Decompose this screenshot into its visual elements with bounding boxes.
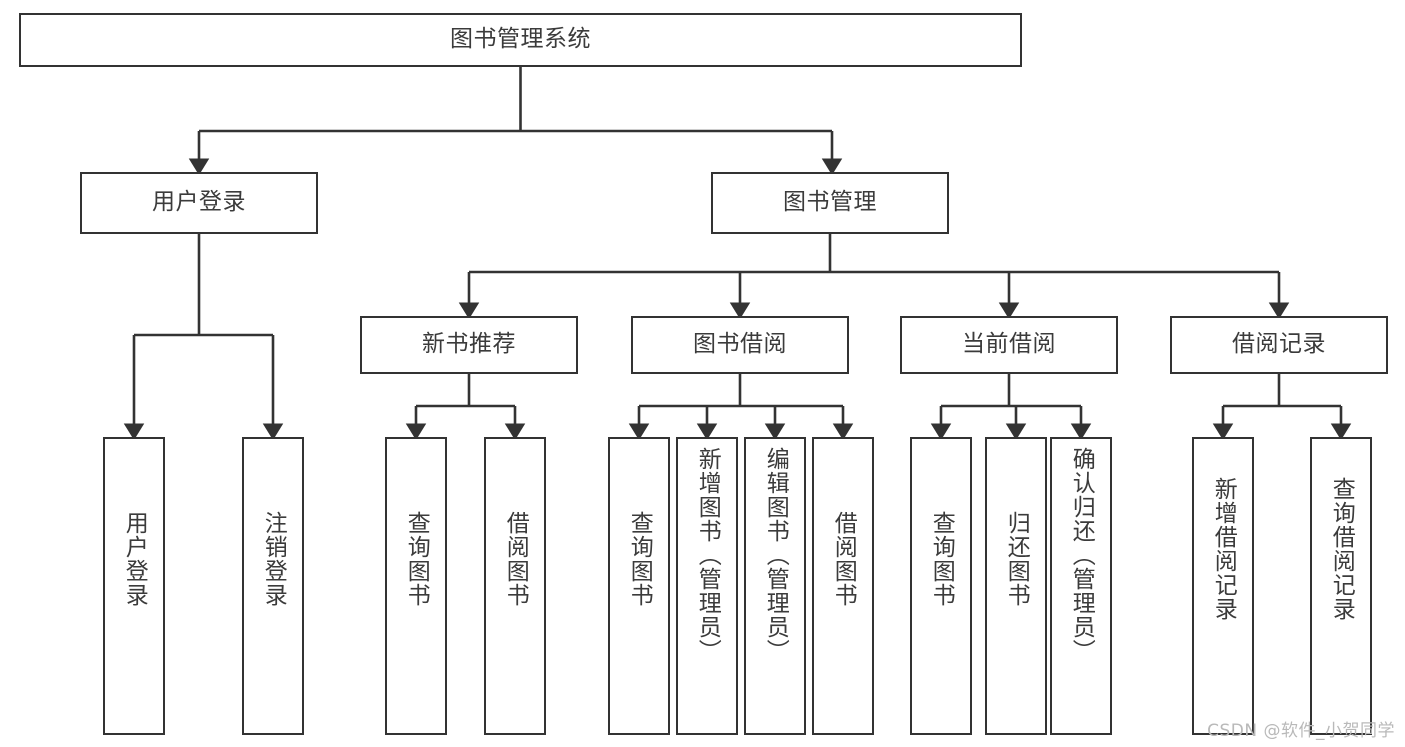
node-leaf-user-logout-label: 注销登录 xyxy=(260,511,287,607)
watermark-text: CSDN @软件_小贺同学 xyxy=(1207,721,1395,741)
node-leaf-user-login[interactable]: 用户登录 xyxy=(103,437,165,735)
node-leaf-borrow-book-2-label: 借阅图书 xyxy=(830,511,857,607)
node-leaf-query-book-1-label: 查询图书 xyxy=(403,511,430,607)
node-leaf-query-book-2[interactable]: 查询图书 xyxy=(608,437,670,735)
node-leaf-add-book[interactable]: 新增图书（管理员） xyxy=(676,437,738,735)
node-leaf-add-borrow-record-label: 新增借阅记录 xyxy=(1210,477,1237,621)
node-user-login[interactable]: 用户登录 xyxy=(80,172,318,234)
node-user-login-label: 用户登录 xyxy=(152,189,246,216)
node-leaf-add-borrow-record[interactable]: 新增借阅记录 xyxy=(1192,437,1254,735)
node-leaf-query-borrow-record-label: 查询借阅记录 xyxy=(1328,477,1355,621)
node-root[interactable]: 图书管理系统 xyxy=(19,13,1022,67)
node-leaf-user-login-label: 用户登录 xyxy=(121,511,148,607)
node-leaf-query-book-3[interactable]: 查询图书 xyxy=(910,437,972,735)
node-new-book-recommend[interactable]: 新书推荐 xyxy=(360,316,578,374)
node-book-borrow-label: 图书借阅 xyxy=(693,331,787,358)
node-book-borrow[interactable]: 图书借阅 xyxy=(631,316,849,374)
node-book-management-label: 图书管理 xyxy=(783,189,877,216)
node-leaf-edit-book-label: 编辑图书（管理员） xyxy=(762,447,789,663)
node-new-book-recommend-label: 新书推荐 xyxy=(422,331,516,358)
node-leaf-add-book-label: 新增图书（管理员） xyxy=(694,447,721,663)
node-leaf-confirm-return[interactable]: 确认归还（管理员） xyxy=(1050,437,1112,735)
node-root-label: 图书管理系统 xyxy=(450,26,591,53)
node-leaf-confirm-return-label: 确认归还（管理员） xyxy=(1068,447,1095,663)
node-leaf-borrow-book-1-label: 借阅图书 xyxy=(502,511,529,607)
node-leaf-query-book-3-label: 查询图书 xyxy=(928,511,955,607)
node-borrow-record-label: 借阅记录 xyxy=(1232,331,1326,358)
node-leaf-query-book-1[interactable]: 查询图书 xyxy=(385,437,447,735)
node-current-borrow-label: 当前借阅 xyxy=(962,331,1056,358)
node-leaf-return-book[interactable]: 归还图书 xyxy=(985,437,1047,735)
node-leaf-borrow-book-1[interactable]: 借阅图书 xyxy=(484,437,546,735)
node-leaf-query-borrow-record[interactable]: 查询借阅记录 xyxy=(1310,437,1372,735)
node-current-borrow[interactable]: 当前借阅 xyxy=(900,316,1118,374)
node-leaf-edit-book[interactable]: 编辑图书（管理员） xyxy=(744,437,806,735)
node-borrow-record[interactable]: 借阅记录 xyxy=(1170,316,1388,374)
node-leaf-query-book-2-label: 查询图书 xyxy=(626,511,653,607)
node-leaf-borrow-book-2[interactable]: 借阅图书 xyxy=(812,437,874,735)
node-leaf-return-book-label: 归还图书 xyxy=(1003,511,1030,607)
node-book-management[interactable]: 图书管理 xyxy=(711,172,949,234)
node-leaf-user-logout[interactable]: 注销登录 xyxy=(242,437,304,735)
